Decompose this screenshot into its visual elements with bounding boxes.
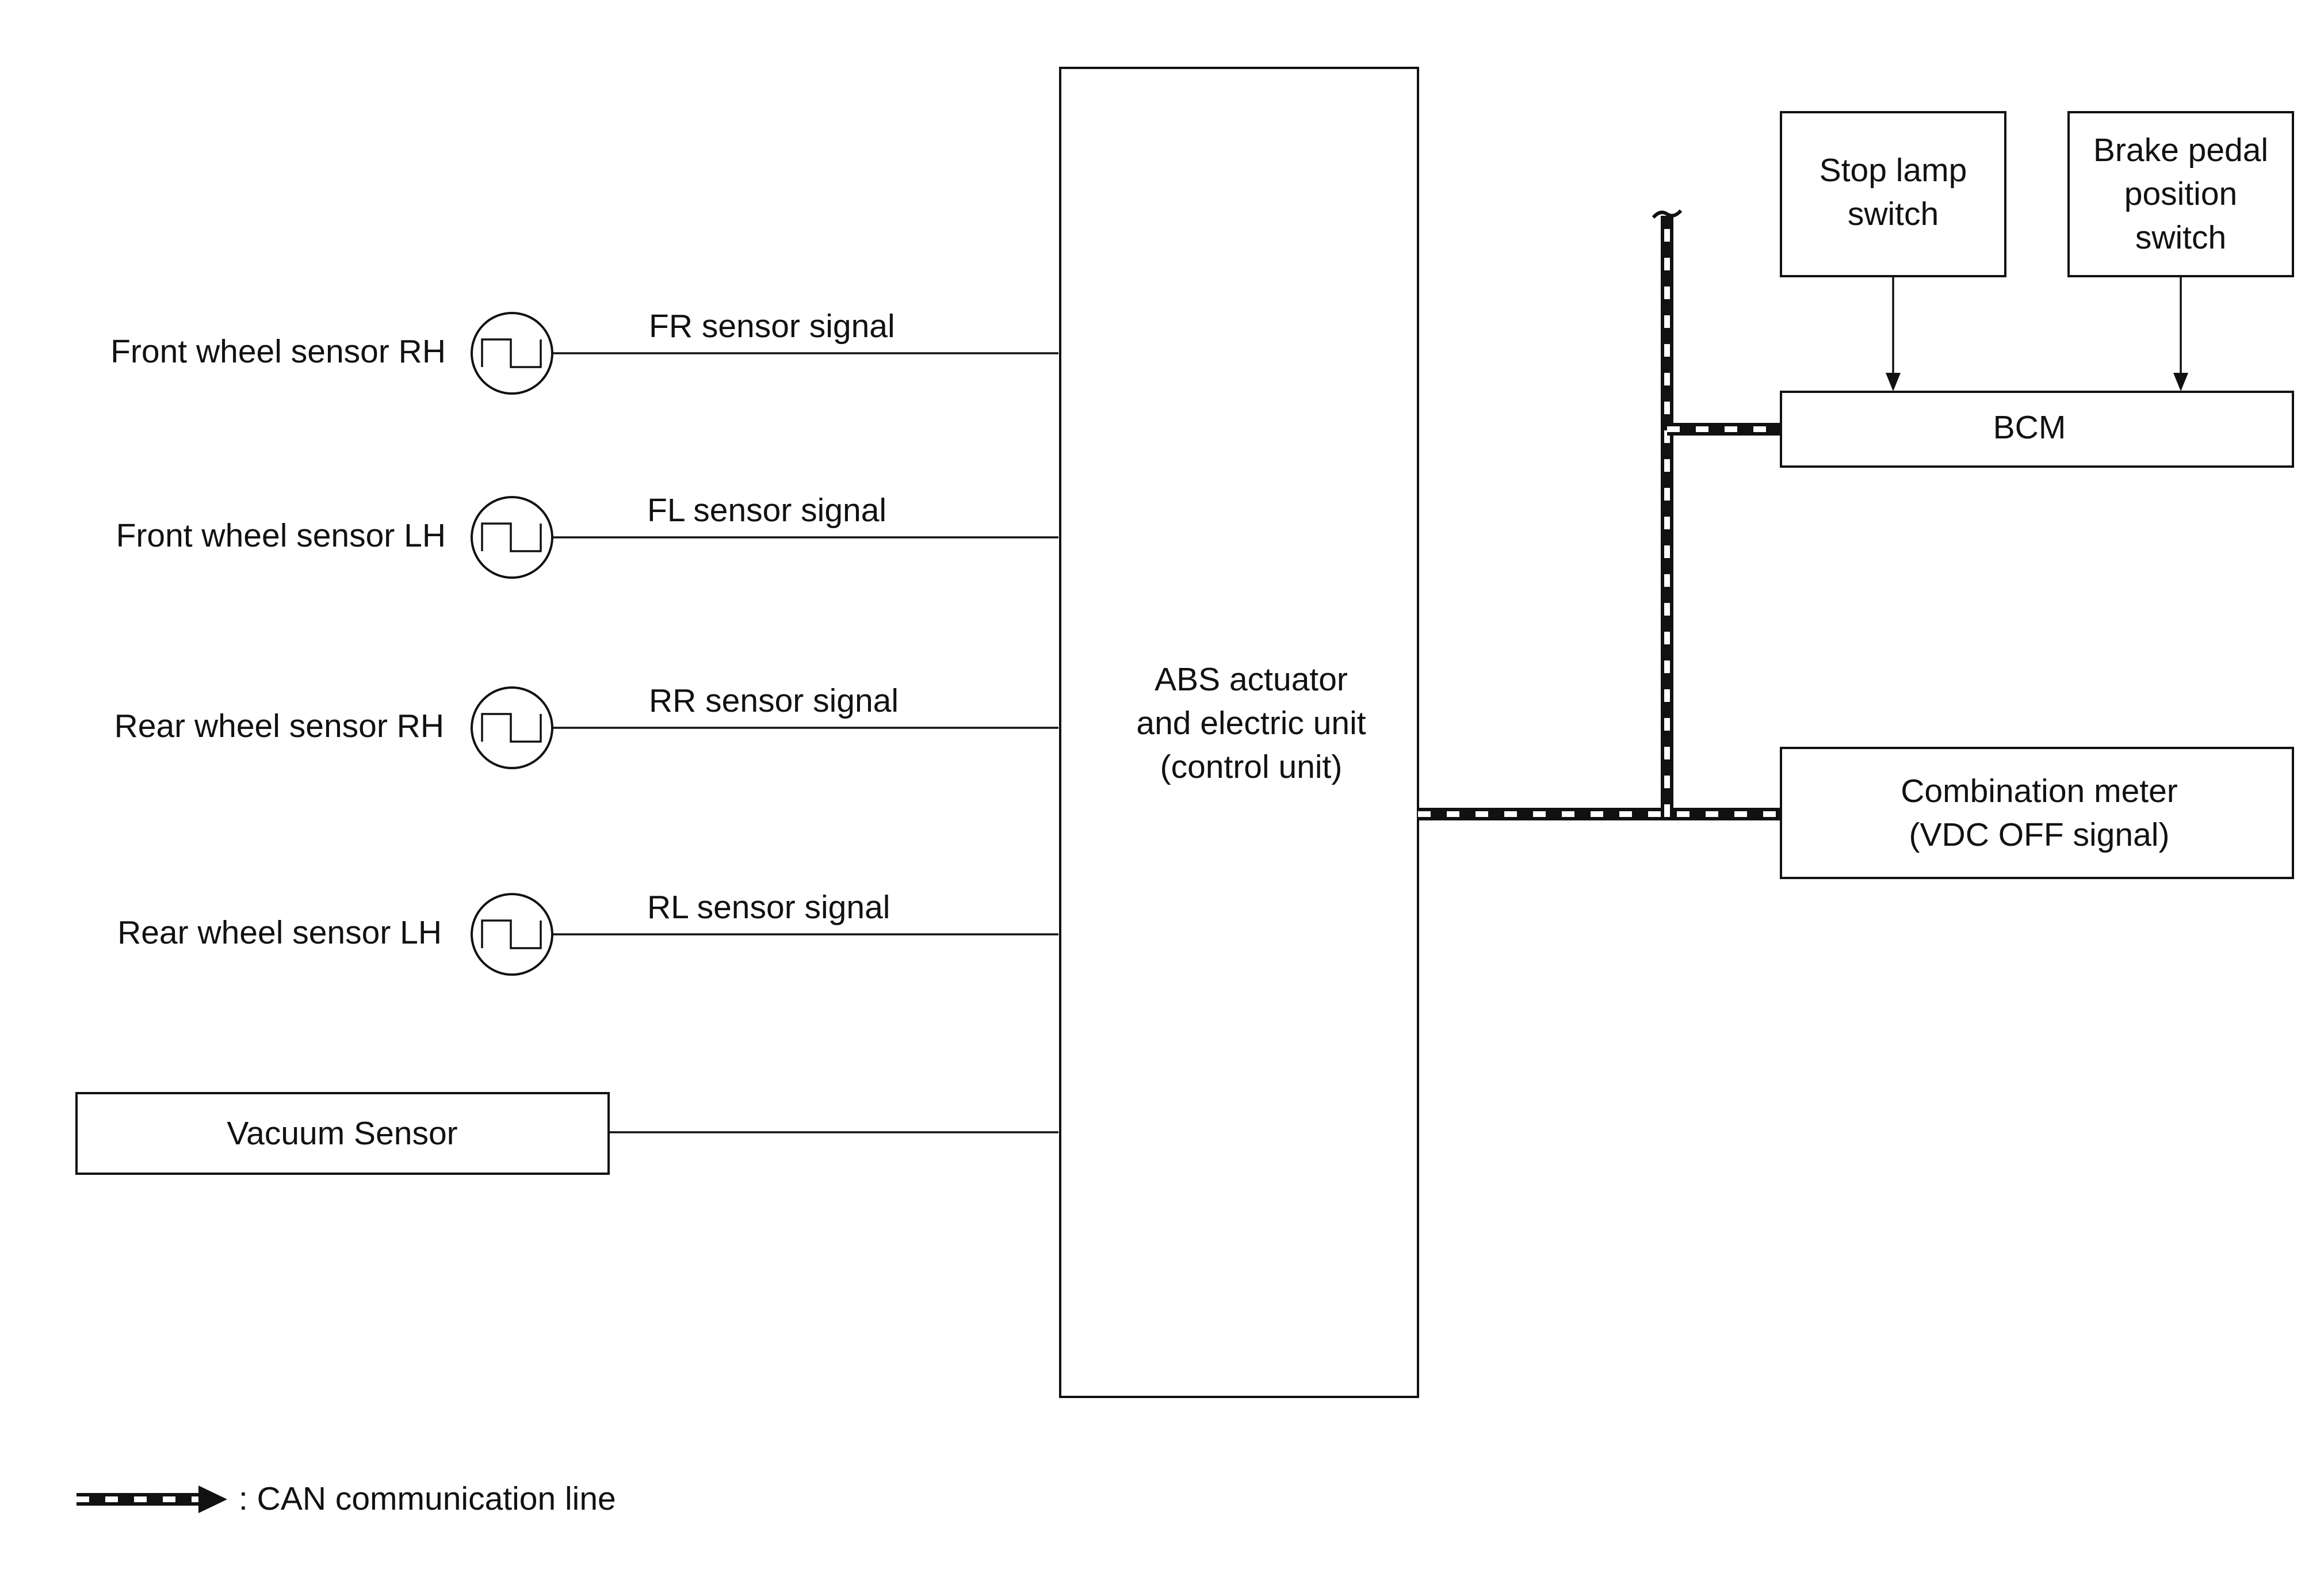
legend-label: : CAN communication line: [239, 1480, 616, 1517]
combination-meter-line-1: Combination meter: [1901, 773, 2178, 809]
can-bus: [1418, 209, 1781, 820]
combination-meter-box: [1780, 747, 2294, 879]
stop-lamp-line-1: Stop lamp: [1820, 152, 1967, 189]
brake-pedal-position-switch: Brake pedal position switch: [2067, 111, 2294, 391]
vacuum-sensor: Vacuum Sensor: [75, 1092, 1058, 1175]
signal-label: RR sensor signal: [649, 682, 899, 719]
bcm-label: BCM: [1993, 409, 2066, 446]
vacuum-sensor-label: Vacuum Sensor: [227, 1115, 457, 1152]
abs-unit-line-1: ABS actuator: [1155, 661, 1348, 698]
bcm: BCM: [1780, 391, 2294, 468]
brake-pedal-line-2: position: [2124, 175, 2237, 212]
signal-label: RL sensor signal: [647, 889, 890, 926]
combination-meter-line-2: (VDC OFF signal): [1909, 816, 2170, 853]
sensor-rear-left: Rear wheel sensor LH RL sensor signal: [117, 889, 1058, 976]
abs-unit-box: [1059, 67, 1419, 1398]
abs-control-unit: ABS actuator and electric unit (control …: [1059, 67, 1419, 1398]
arrowhead-right-icon: [198, 1486, 227, 1513]
arrowhead-down-icon: [2173, 373, 2188, 391]
brake-pedal-switch-box: [2067, 111, 2294, 277]
square-wave-icon: [481, 713, 542, 743]
stop-lamp-switch-box: [1780, 111, 2006, 277]
line-break-icon: [1652, 209, 1683, 219]
signal-label: FL sensor signal: [647, 492, 886, 529]
legend: : CAN communication line: [77, 1480, 616, 1517]
abs-unit-line-2: and electric unit: [1136, 705, 1366, 742]
arrowhead-down-icon: [1886, 373, 1901, 391]
sensor-front-right: Front wheel sensor RH FR sensor signal: [110, 308, 1058, 395]
bcm-box: [1780, 391, 2294, 468]
vacuum-sensor-box: [75, 1092, 610, 1175]
sensor-label: Front wheel sensor RH: [110, 333, 446, 370]
square-wave-icon: [481, 338, 542, 368]
brake-pedal-line-3: switch: [2135, 219, 2226, 256]
combination-meter: Combination meter (VDC OFF signal): [1780, 747, 2294, 879]
sensor-label: Rear wheel sensor LH: [117, 914, 442, 951]
sensor-rear-right: Rear wheel sensor RH RR sensor signal: [114, 682, 1058, 769]
sensor-front-left: Front wheel sensor LH FL sensor signal: [116, 492, 1058, 579]
square-wave-icon: [481, 522, 542, 552]
brake-pedal-line-1: Brake pedal: [2093, 132, 2268, 169]
stop-lamp-line-2: switch: [1848, 196, 1939, 232]
abs-unit-line-3: (control unit): [1160, 749, 1343, 785]
sensor-label: Rear wheel sensor RH: [114, 708, 444, 744]
signal-label: FR sensor signal: [649, 308, 895, 345]
stop-lamp-switch: Stop lamp switch: [1780, 111, 2006, 391]
square-wave-icon: [481, 919, 542, 949]
sensor-label: Front wheel sensor LH: [116, 517, 446, 554]
